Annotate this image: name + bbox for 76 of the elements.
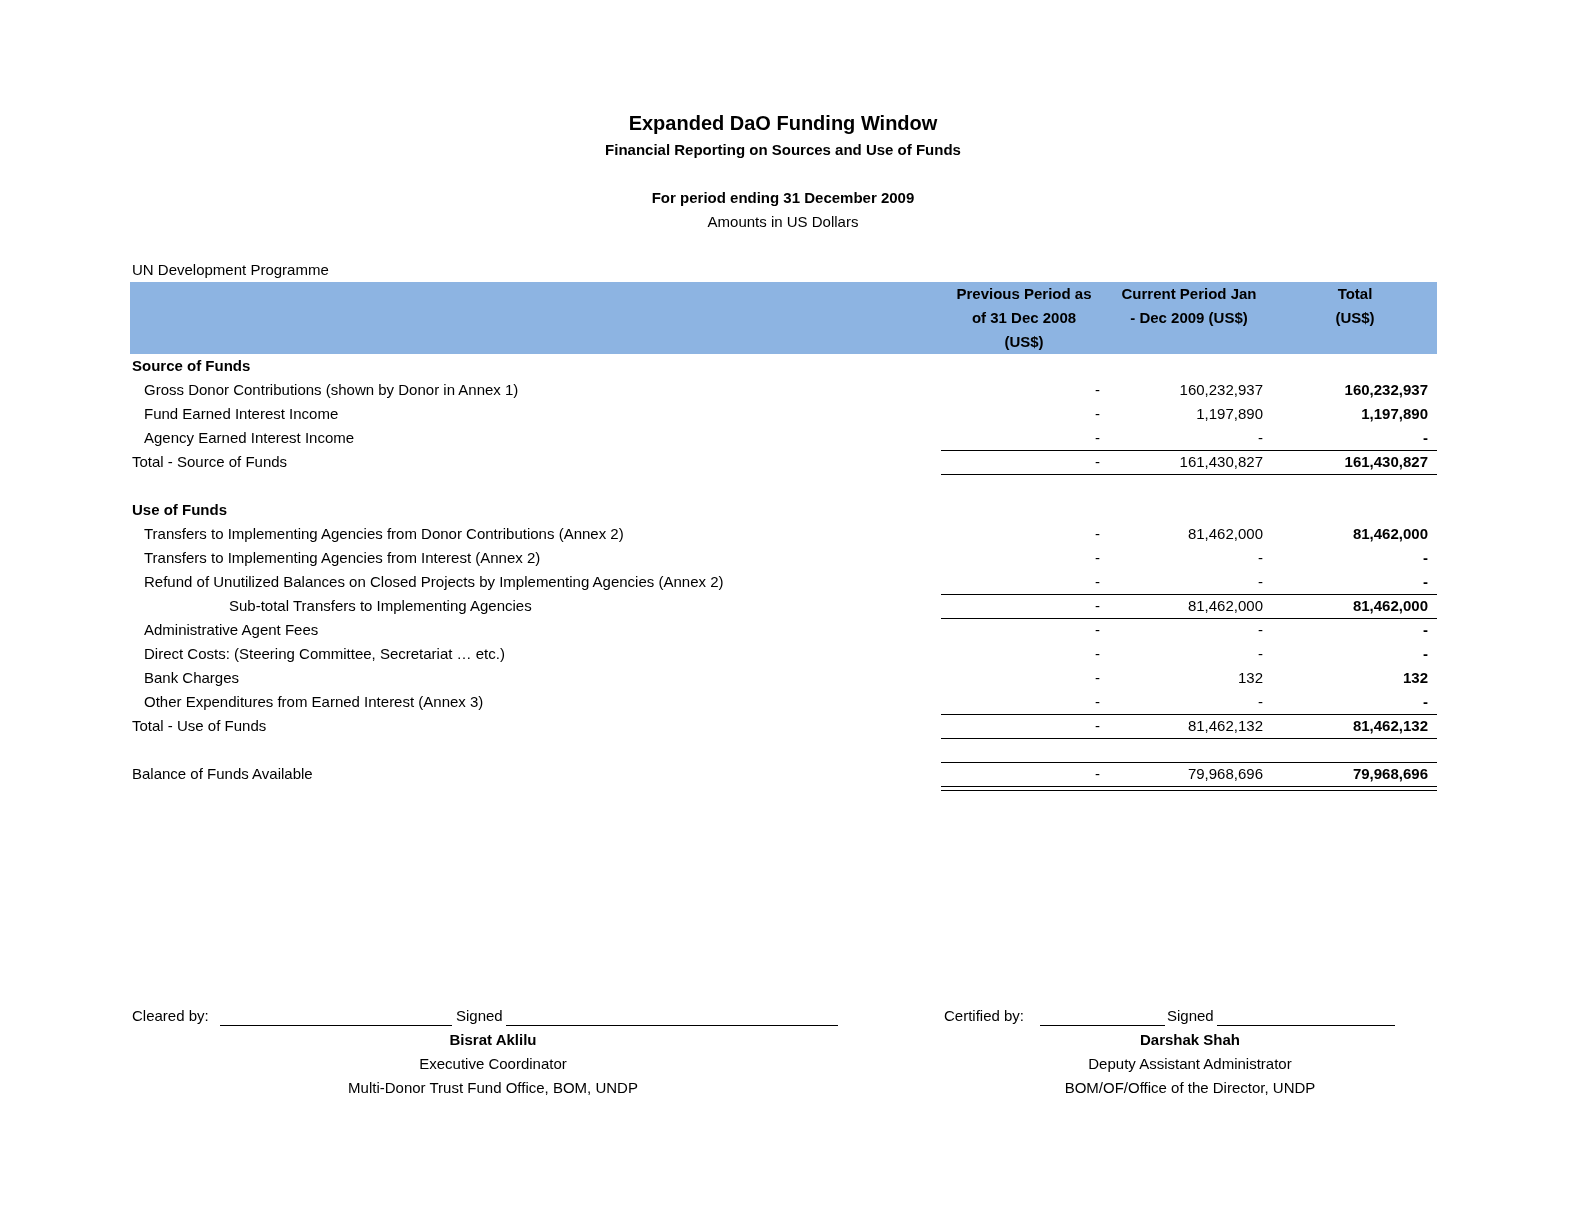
amount-cell: - xyxy=(1095,380,1100,400)
amount-cell: - xyxy=(1095,548,1100,568)
row-label: Agency Earned Interest Income xyxy=(144,428,355,448)
row-label: Bank Charges xyxy=(144,668,240,688)
currency-note: Amounts in US Dollars xyxy=(707,212,859,232)
row-label: Other Expenditures from Earned Interest (Annex 3) xyxy=(144,692,484,712)
amount-cell: - xyxy=(1095,692,1100,712)
amount-cell: - xyxy=(1423,620,1428,640)
row-label: Transfers to Implementing Agencies from Interest (Annex 2) xyxy=(144,548,541,568)
amount-cell: - xyxy=(1095,596,1100,616)
amount-cell: 79,968,696 xyxy=(1187,764,1263,784)
office-name: BOM/OF/Office of the Director, UNDP xyxy=(1064,1078,1316,1098)
amount-cell: 160,232,937 xyxy=(1179,380,1263,400)
amount-cell: 81,462,000 xyxy=(1352,524,1428,544)
amount-cell: 1,197,890 xyxy=(1196,404,1263,424)
amount-cell: - xyxy=(1095,428,1100,448)
amount-cell: - xyxy=(1423,428,1428,448)
signature-label: Cleared by: xyxy=(132,1006,209,1026)
amount-cell: - xyxy=(1095,620,1100,640)
column-header: Current Period Jan - Dec 2009 (US$) xyxy=(1120,284,1258,328)
amount-cell: - xyxy=(1258,548,1263,568)
subtitle: Financial Reporting on Sources and Use of Funds xyxy=(605,140,961,160)
amount-cell: 81,462,000 xyxy=(1352,596,1428,616)
row-label: Direct Costs: (Steering Committee, Secretariat … etc.) xyxy=(144,644,505,664)
amount-cell: 1,197,890 xyxy=(1361,404,1428,424)
row-label: Total - Source of Funds xyxy=(132,452,288,472)
column-header: Total (US$) xyxy=(1334,284,1376,328)
amount-cell: - xyxy=(1423,572,1428,592)
amount-cell: 160,232,937 xyxy=(1344,380,1428,400)
amount-cell: - xyxy=(1423,548,1428,568)
amount-cell: 79,968,696 xyxy=(1352,764,1428,784)
amount-cell: 81,462,000 xyxy=(1187,596,1263,616)
section-heading: Source of Funds xyxy=(132,356,251,376)
amount-cell: - xyxy=(1423,692,1428,712)
amount-cell: - xyxy=(1095,452,1100,472)
signature-label: Certified by: xyxy=(944,1006,1025,1026)
amount-cell: - xyxy=(1095,668,1100,688)
amount-cell: 161,430,827 xyxy=(1344,452,1428,472)
amount-cell: - xyxy=(1258,428,1263,448)
amount-cell: 81,462,132 xyxy=(1187,716,1263,736)
amount-cell: - xyxy=(1258,644,1263,664)
amount-cell: 161,430,827 xyxy=(1179,452,1263,472)
row-label: Gross Donor Contributions (shown by Donor in Annex 1) xyxy=(144,380,519,400)
amount-cell: - xyxy=(1095,716,1100,736)
signature-label: Signed xyxy=(1167,1006,1214,1026)
section-heading: Use of Funds xyxy=(132,500,227,520)
job-title: Deputy Assistant Administrator xyxy=(1088,1054,1292,1074)
amount-cell: 81,462,000 xyxy=(1187,524,1263,544)
amount-cell: - xyxy=(1095,572,1100,592)
row-label: Administrative Agent Fees xyxy=(144,620,319,640)
amount-cell: 132 xyxy=(1402,668,1428,688)
amount-cell: - xyxy=(1423,644,1428,664)
amount-cell: 132 xyxy=(1237,668,1263,688)
amount-cell: 81,462,132 xyxy=(1352,716,1428,736)
signature-label: Signed xyxy=(456,1006,503,1026)
office-name: Multi-Donor Trust Fund Office, BOM, UNDP xyxy=(348,1078,638,1098)
amount-cell: - xyxy=(1095,524,1100,544)
row-label: Transfers to Implementing Agencies from Donor Contributions (Annex 2) xyxy=(144,524,624,544)
row-label: Sub-total Transfers to Implementing Agencies xyxy=(229,596,532,616)
organization-name: UN Development Programme xyxy=(132,260,329,280)
period-heading: For period ending 31 December 2009 xyxy=(651,188,915,208)
signatory-name: Darshak Shah xyxy=(1140,1030,1240,1050)
amount-cell: - xyxy=(1095,764,1100,784)
row-label: Fund Earned Interest Income xyxy=(144,404,339,424)
row-label: Total - Use of Funds xyxy=(132,716,267,736)
amount-cell: - xyxy=(1258,572,1263,592)
amount-cell: - xyxy=(1258,692,1263,712)
row-label: Balance of Funds Available xyxy=(132,764,313,784)
job-title: Executive Coordinator xyxy=(419,1054,567,1074)
signatory-name: Bisrat Aklilu xyxy=(449,1030,537,1050)
column-header: Previous Period as of 31 Dec 2008 (US$) xyxy=(955,284,1093,352)
row-label: Refund of Unutilized Balances on Closed Projects by Implementing Agencies (Annex 2) xyxy=(144,572,724,592)
amount-cell: - xyxy=(1095,644,1100,664)
amount-cell: - xyxy=(1258,620,1263,640)
title: Expanded DaO Funding Window xyxy=(628,111,938,136)
amount-cell: - xyxy=(1095,404,1100,424)
